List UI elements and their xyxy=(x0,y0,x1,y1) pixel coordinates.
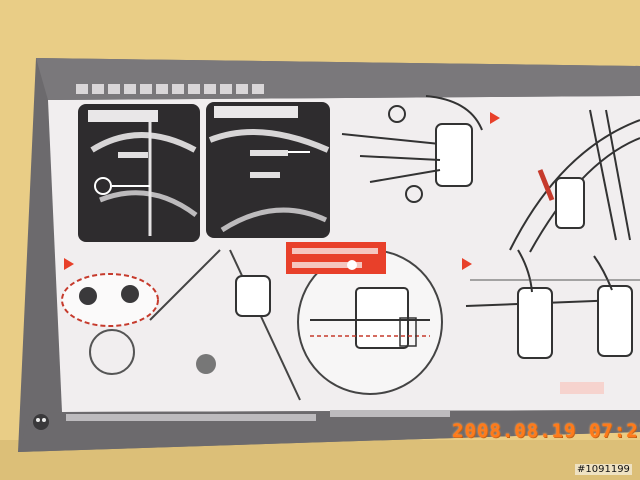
installed-sensor-diagram xyxy=(465,249,640,359)
footer-text-glyphs xyxy=(66,410,450,421)
step2-photo-panel xyxy=(206,102,330,238)
header-heading-glyphs xyxy=(76,84,264,94)
done-label-box xyxy=(560,382,604,394)
date-stamp: 2008.08.19 07:21 xyxy=(452,420,640,442)
fork-sensor-diagram xyxy=(509,109,640,253)
step-arrow-icon xyxy=(462,258,472,270)
step-arrow-icon xyxy=(490,112,500,124)
step-arrow-icon xyxy=(64,258,74,270)
step1-photo-panel xyxy=(78,104,200,242)
photo-id-label: #1091199 xyxy=(575,464,632,475)
sensor-cable-tie-diagram xyxy=(341,95,483,203)
magnet-mount-diagram xyxy=(61,249,301,401)
red-callout-box xyxy=(286,242,386,274)
manual-logo xyxy=(33,414,49,430)
